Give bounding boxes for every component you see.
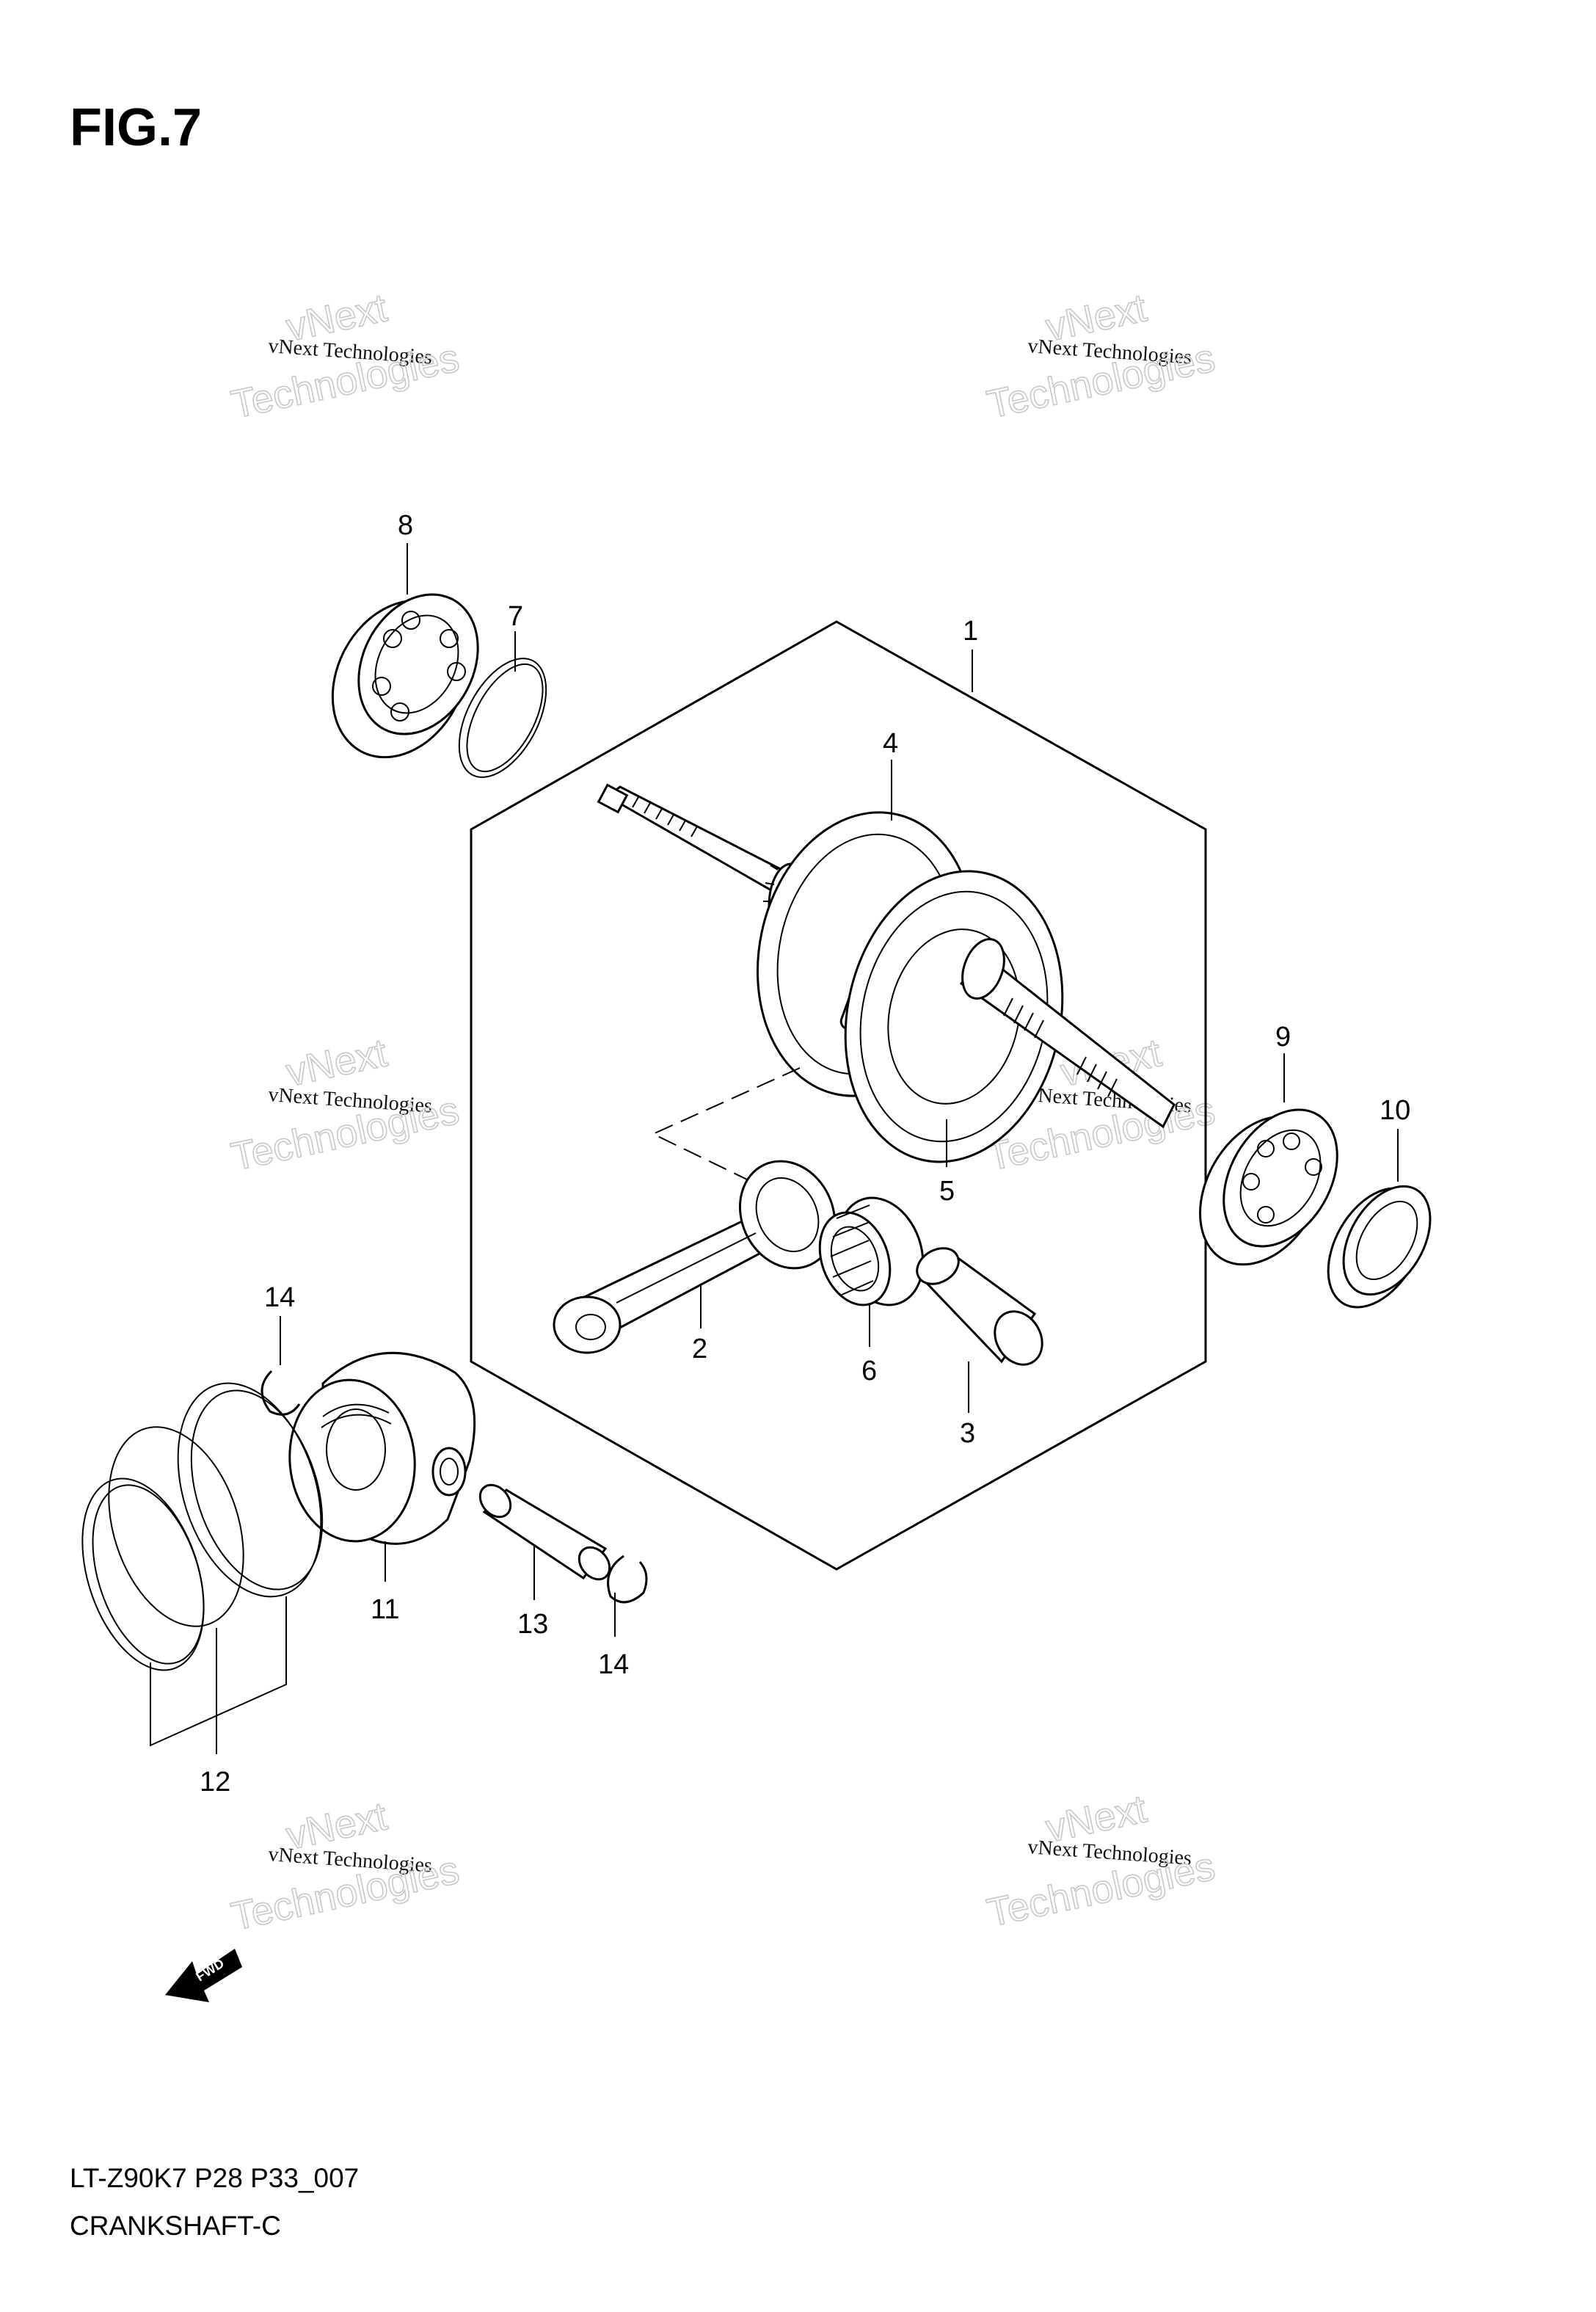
piston-pin xyxy=(478,1483,611,1581)
circlip-14-bottom xyxy=(607,1555,648,1604)
callout-12: 12 xyxy=(200,1767,230,1797)
callout-4: 4 xyxy=(883,728,898,759)
callout-1: 1 xyxy=(963,616,978,647)
shaft-splines xyxy=(1003,997,1118,1097)
callout-2: 2 xyxy=(692,1334,707,1364)
piston xyxy=(288,1351,476,1545)
callout-14-top: 14 xyxy=(264,1282,295,1313)
section-name: CRANKSHAFT-C xyxy=(70,2211,281,2241)
callout-13: 13 xyxy=(517,1609,548,1640)
watermark-bottom-left: vNext vNext Technologies Technologies xyxy=(227,1794,463,1940)
bearing-left xyxy=(331,593,479,759)
crankshaft-assembly-outline xyxy=(470,620,1207,1571)
callout-3: 3 xyxy=(960,1418,975,1449)
oil-seal xyxy=(1327,1185,1432,1309)
callout-7: 7 xyxy=(508,601,523,632)
watermark-top-left: vNext vNext Technologies Technologies xyxy=(227,286,463,428)
watermark-top-right: vNext vNext Technologies Technologies xyxy=(983,286,1219,428)
model-code: LT-Z90K7 P28 P33_007 xyxy=(70,2163,359,2193)
needle-bearing xyxy=(818,1196,925,1306)
crankshaft-left-shaft xyxy=(605,785,798,901)
callout-5: 5 xyxy=(939,1176,955,1207)
callout-11: 11 xyxy=(371,1594,399,1625)
watermark-bottom-right: vNext vNext Technologies Technologies xyxy=(983,1786,1219,1936)
bearing-right xyxy=(1199,1108,1338,1266)
shaft-tip xyxy=(597,783,629,814)
circlip-7 xyxy=(458,658,547,778)
crank-pin-part xyxy=(916,1247,1043,1366)
callout-6: 6 xyxy=(861,1356,877,1386)
callout-14-bottom: 14 xyxy=(598,1649,629,1680)
shaft-threads xyxy=(632,796,698,837)
watermark-middle-left: vNext vNext Technologies Technologies xyxy=(227,1030,463,1180)
crankshaft xyxy=(597,783,1176,1190)
connecting-rod xyxy=(553,1160,837,1354)
callout-10: 10 xyxy=(1380,1095,1410,1126)
callout-8: 8 xyxy=(398,510,413,541)
figure-title: FIG.7 xyxy=(70,98,202,157)
leader-bracket-12 xyxy=(150,1596,287,1747)
callout-9: 9 xyxy=(1275,1022,1291,1053)
forward-arrow-icon: FWD xyxy=(165,1949,242,2002)
circlip-14-top xyxy=(260,1370,301,1416)
piston-rings xyxy=(81,1382,324,1671)
